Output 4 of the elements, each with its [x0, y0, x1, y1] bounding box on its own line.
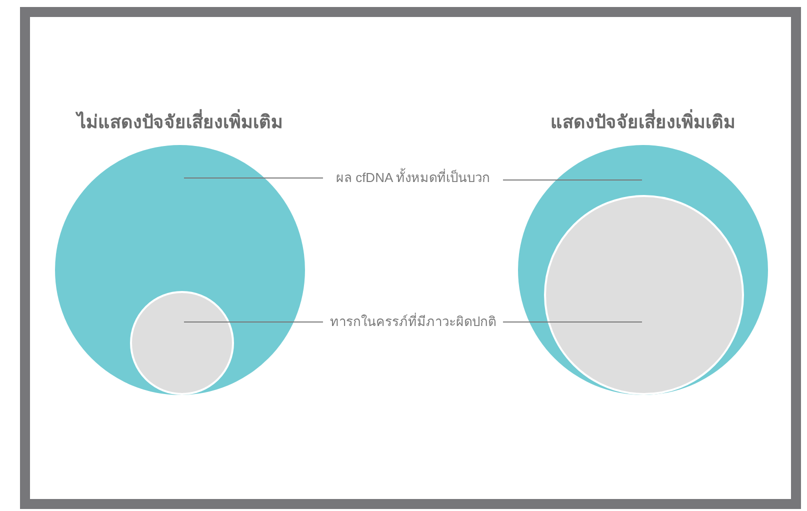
callout-label: ผล cfDNA ทั้งหมดที่เป็นบวก — [334, 168, 492, 187]
heading: แสดงปัจจัยเสี่ยงเพิ่มเติม — [550, 110, 736, 134]
heading: ไม่แสดงปัจจัยเสี่ยงเพิ่มเติม — [77, 110, 283, 134]
callout-label: ทารกในครรภ์ที่มีภาวะผิดปกติ — [329, 312, 497, 331]
